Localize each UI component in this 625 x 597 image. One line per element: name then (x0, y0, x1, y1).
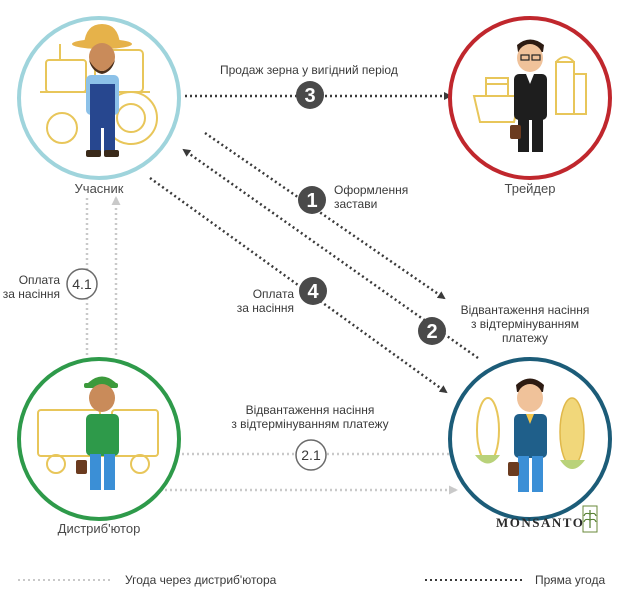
distributor-node (17, 357, 181, 521)
step-badge-4-1: 4.1 (66, 268, 98, 300)
ship-silo-icon (472, 56, 587, 123)
trader-figure-icon (510, 39, 547, 152)
step-badge-2-1: 2.1 (295, 439, 327, 471)
monsanto-node (448, 357, 612, 521)
svg-text:3: 3 (304, 85, 315, 107)
flow-4-label: Оплата за насіння (228, 287, 294, 315)
flow-2-1-label-line2: з відтермінуванням платежу (231, 417, 389, 431)
svg-text:1: 1 (306, 190, 317, 212)
monsanto-logo-text: MONSANTO (496, 515, 585, 530)
flow-4-1-label: Оплата за насіння (0, 273, 60, 301)
flow-line-2 (204, 131, 446, 300)
distributor-figure-icon (76, 376, 119, 490)
legend-direct-label: Пряма угода (535, 573, 606, 587)
trader-label: Трейдер (504, 181, 556, 196)
farmer-label: Учасник (74, 181, 124, 196)
flow-2-label: Відвантаження насіння з відтермінуванням… (450, 303, 600, 345)
legend-distributor-label: Угода через дистриб'ютора (125, 573, 277, 587)
flow-1-label-line2: застави (334, 197, 378, 211)
monsanto-leaf-logo-icon (582, 505, 598, 533)
farmer-figure-icon (72, 24, 132, 157)
flow-4-1-label-line2: за насіння (2, 287, 60, 301)
flow-4-label-line2: за насіння (236, 301, 294, 315)
svg-text:4: 4 (307, 281, 319, 303)
flow-4-label-line1: Оплата (252, 287, 294, 301)
flow-4-1-label-line1: Оплата (18, 273, 60, 287)
flow-line-4 (149, 176, 448, 394)
flow-3-label: Продаж зерна у вигідний період (220, 63, 398, 77)
flow-1-label: Оформлення застави (334, 183, 408, 211)
step-badge-3: 3 (296, 81, 324, 109)
distributor-label: Дистриб'ютор (57, 521, 141, 536)
corn-icon (475, 397, 585, 469)
step-badge-2: 2 (418, 317, 446, 345)
farmer-node (17, 16, 181, 180)
trader-node (448, 16, 612, 180)
flow-2-label-line2: з відтермінуванням (470, 317, 580, 331)
svg-text:4.1: 4.1 (72, 276, 92, 292)
step-badge-4: 4 (299, 277, 327, 305)
flow-2-label-line1: Відвантаження насіння (460, 303, 590, 317)
svg-text:2.1: 2.1 (301, 447, 321, 463)
step-badge-1: 1 (298, 186, 326, 214)
flow-2-label-line3: платежу (502, 331, 548, 345)
monsanto-figure-icon (508, 378, 547, 492)
flow-1-label-line1: Оформлення (334, 183, 409, 197)
flow-2-1-label-line1: Відвантаження насіння (245, 403, 375, 417)
flow-2-1-label: Відвантаження насіння з відтермінуванням… (215, 403, 405, 431)
svg-text:2: 2 (426, 321, 437, 343)
